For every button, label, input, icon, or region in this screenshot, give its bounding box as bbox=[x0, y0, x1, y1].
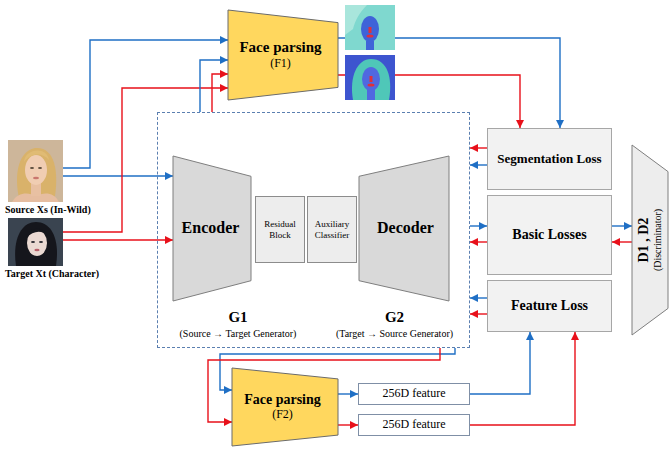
map-background bbox=[345, 5, 395, 50]
photo-background bbox=[8, 218, 63, 266]
node-label: (Discriminator) bbox=[652, 209, 664, 271]
connector bbox=[470, 332, 575, 425]
node-label: G1 bbox=[158, 309, 318, 326]
connector bbox=[470, 332, 530, 394]
hair-region bbox=[352, 59, 390, 100]
face bbox=[25, 155, 47, 185]
connector bbox=[470, 241, 487, 242]
mouth-region bbox=[367, 34, 374, 37]
discriminator-block: D1 , D2(Discriminator) bbox=[632, 145, 668, 335]
node-label: 256D feature bbox=[383, 387, 446, 401]
segmentation-map bbox=[345, 5, 395, 50]
mouth-region bbox=[368, 83, 375, 86]
node-shape bbox=[359, 156, 449, 301]
nose-region bbox=[370, 76, 373, 82]
target-image: Target Xt (Character) bbox=[8, 218, 63, 266]
node-label: Residual Block bbox=[259, 219, 301, 240]
connector bbox=[470, 313, 487, 314]
neck bbox=[31, 180, 41, 196]
connector bbox=[200, 60, 228, 112]
node-label: Face parsing bbox=[244, 392, 321, 408]
connector bbox=[338, 393, 358, 394]
decoder-block: Decoder bbox=[359, 156, 449, 301]
fringe bbox=[26, 229, 48, 238]
face-region bbox=[361, 16, 379, 42]
connector bbox=[63, 40, 228, 168]
node-label: (F1) bbox=[270, 57, 291, 71]
face-parsing-block: Face parsing(F2) bbox=[232, 368, 338, 446]
hair bbox=[15, 222, 57, 266]
node-shape bbox=[228, 10, 338, 100]
connector bbox=[338, 424, 358, 425]
node-label: D1 , D2 bbox=[636, 218, 652, 263]
connector bbox=[470, 297, 487, 298]
node-shape bbox=[632, 145, 668, 335]
eye bbox=[31, 241, 35, 243]
map-background bbox=[345, 55, 395, 100]
nose-region bbox=[369, 27, 372, 33]
node-label: Segmentation Loss bbox=[497, 152, 601, 167]
shoulders bbox=[12, 194, 59, 202]
eye bbox=[30, 167, 34, 169]
encoder-block: Encoder bbox=[173, 156, 251, 301]
node-label: 256D feature bbox=[383, 418, 446, 432]
node-label: (F2) bbox=[272, 408, 293, 422]
segmentation-map bbox=[345, 55, 395, 100]
node-label: Basic Losses bbox=[512, 227, 586, 243]
source-image: Source Xs (In-Wild) bbox=[8, 140, 63, 202]
residual-block: Residual Block bbox=[255, 196, 305, 263]
loss-box: Feature Loss bbox=[487, 280, 612, 332]
feature-box: 256D feature bbox=[358, 414, 470, 436]
generator-group: G1 (Source → Target Generator)G2 (Target →… bbox=[157, 112, 470, 348]
loss-box: Segmentation Loss bbox=[487, 128, 612, 190]
node-label: Auxiliary Classifier bbox=[311, 219, 353, 240]
target-photo bbox=[8, 218, 63, 266]
eye bbox=[38, 167, 42, 169]
source-photo bbox=[8, 140, 63, 202]
node-shape bbox=[232, 368, 338, 446]
node-label: Source Xs (In-Wild) bbox=[5, 204, 91, 216]
connector bbox=[612, 225, 632, 226]
hair-region bbox=[345, 5, 367, 35]
neck-region bbox=[367, 89, 375, 100]
node-shape bbox=[173, 156, 251, 301]
connector bbox=[338, 75, 520, 128]
lips bbox=[33, 177, 39, 180]
connector bbox=[212, 74, 228, 112]
feature-box: 256D feature bbox=[358, 383, 470, 405]
connector bbox=[338, 38, 560, 128]
node-label: Target Xt (Character) bbox=[5, 268, 99, 280]
node-label: Feature Loss bbox=[511, 298, 588, 314]
connector bbox=[470, 147, 487, 148]
connector bbox=[470, 225, 487, 226]
node-label: Encoder bbox=[182, 219, 240, 237]
loss-box: Basic Losses bbox=[487, 195, 612, 275]
node-label: (Target → Source Generator) bbox=[318, 328, 471, 340]
fringe bbox=[24, 150, 49, 162]
node-label: Decoder bbox=[377, 219, 434, 237]
connector bbox=[470, 164, 487, 165]
node-label: (Source → Target Generator) bbox=[158, 328, 318, 340]
face-region bbox=[362, 67, 380, 91]
eye bbox=[39, 241, 43, 243]
node-label: Face parsing bbox=[239, 39, 321, 56]
connector bbox=[612, 241, 632, 242]
face-parsing-block: Face parsing(F1) bbox=[228, 10, 338, 100]
face bbox=[27, 230, 47, 256]
photo-background bbox=[8, 140, 63, 202]
lips bbox=[34, 249, 39, 251]
neck-region bbox=[366, 41, 374, 50]
classifier-block: Auxiliary Classifier bbox=[307, 196, 357, 263]
node-label: G2 bbox=[318, 309, 471, 326]
hair bbox=[17, 148, 56, 202]
